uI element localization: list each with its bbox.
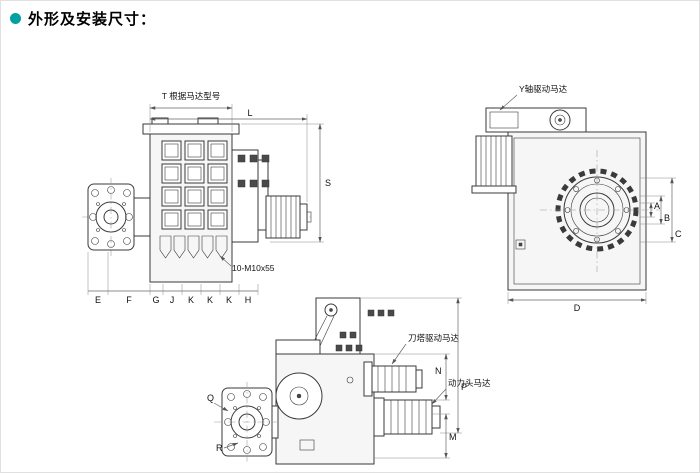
bolt-note-label: 10-M10x55 — [232, 263, 275, 273]
dim-A-label: A — [654, 201, 660, 211]
turret-tool-grid — [161, 140, 228, 230]
dim-M-label: M — [449, 432, 457, 442]
dim-H-label: H — [245, 295, 252, 305]
power-head-motor — [373, 397, 441, 437]
belt-pulley — [275, 372, 323, 420]
tool-holders — [159, 235, 228, 259]
spindle-gear — [540, 150, 660, 272]
accent-bullet-icon — [10, 13, 21, 24]
dim-K3-label: K — [226, 295, 232, 305]
bottom-dimension-chain: E F G J K K K H — [87, 252, 259, 305]
front-view: T 根据马达型号 L S E F G J K K K H — [82, 91, 331, 305]
dim-G-label: G — [152, 295, 159, 305]
side-view: Y轴驱动马达 A B C D — [471, 84, 682, 313]
dim-T-label: T 根据马达型号 — [162, 91, 220, 101]
page-title: 外形及安装尺寸： — [28, 11, 157, 28]
dim-N-label: N — [435, 366, 442, 376]
front-motor — [265, 195, 312, 239]
dim-K1-label: K — [188, 295, 194, 305]
section-header: 外形及安装尺寸： — [10, 8, 156, 29]
turret-motor-label: 刀塔驱动马达 — [408, 333, 460, 343]
top-view: 刀塔驱动马达 动力头马达 N P M Q R — [207, 297, 491, 465]
dim-E-label: E — [95, 295, 101, 305]
top-flange — [214, 382, 280, 462]
dim-J-label: J — [170, 295, 175, 305]
y-motor-label: Y轴驱动马达 — [519, 84, 568, 94]
dim-F-label: F — [126, 295, 132, 305]
dim-D-label: D — [574, 303, 581, 313]
turret-drive-motor — [363, 361, 423, 397]
dim-P-label: P — [461, 382, 467, 392]
fastener-heads — [237, 154, 270, 188]
dim-R-label: R — [216, 443, 223, 453]
power-motor-label: 动力头马达 — [448, 378, 491, 388]
top-fasteners — [335, 309, 395, 352]
dim-L-label: L — [247, 108, 252, 118]
dim-B-label: B — [664, 213, 670, 223]
dim-S-label: S — [325, 178, 331, 188]
front-flange — [87, 178, 135, 256]
dim-C-label: C — [675, 229, 682, 239]
dim-Q-label: Q — [207, 393, 214, 403]
dim-K2-label: K — [207, 295, 213, 305]
y-axis-motor — [471, 135, 517, 194]
